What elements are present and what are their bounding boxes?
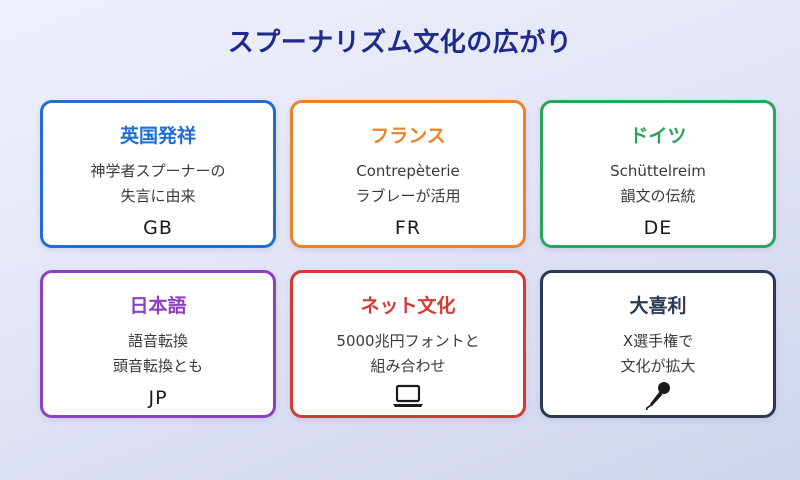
card-desc-line: 頭音転換とも bbox=[112, 357, 203, 375]
card-desc-line: 失言に由来 bbox=[120, 187, 196, 205]
country-code: DE bbox=[643, 217, 673, 239]
page-title: スプーナリズム文化の広がり bbox=[227, 28, 573, 58]
card-desc-line: Contrepèterie bbox=[356, 162, 460, 180]
card-title: フランス bbox=[370, 125, 446, 147]
card-gb: 英国発祥 神学者スプーナーの 失言に由来 GB bbox=[40, 100, 276, 248]
card-description: Contrepèterie ラブレーが活用 bbox=[293, 159, 523, 209]
card-desc-line: 韻文の伝統 bbox=[620, 187, 696, 205]
card-desc-line: 5000兆円フォントと bbox=[336, 332, 480, 350]
microphone-icon bbox=[543, 381, 773, 411]
card-desc-line: 神学者スプーナーの bbox=[90, 162, 226, 180]
country-code: GB bbox=[143, 217, 173, 239]
card-ogiri: 大喜利 X選手権で 文化が拡大 bbox=[540, 270, 776, 418]
card-description: 5000兆円フォントと 組み合わせ bbox=[293, 329, 523, 379]
card-description: X選手権で 文化が拡大 bbox=[543, 329, 773, 379]
card-title: 英国発祥 bbox=[119, 125, 196, 147]
country-code: FR bbox=[394, 217, 422, 239]
card-title: 大喜利 bbox=[629, 295, 687, 317]
card-desc-line: 組み合わせ bbox=[370, 357, 446, 375]
card-net-culture: ネット文化 5000兆円フォントと 組み合わせ bbox=[290, 270, 526, 418]
card-jp: 日本語 語音転換 頭音転換とも JP bbox=[40, 270, 276, 418]
card-desc-line: 文化が拡大 bbox=[620, 357, 696, 375]
card-description: 語音転換 頭音転換とも bbox=[43, 329, 273, 379]
card-description: Schüttelreim 韻文の伝統 bbox=[543, 159, 773, 209]
card-title: 日本語 bbox=[129, 295, 187, 317]
card-desc-line: Schüttelreim bbox=[610, 162, 706, 180]
laptop-icon bbox=[293, 381, 523, 411]
card-title: ドイツ bbox=[629, 125, 687, 147]
card-de: ドイツ Schüttelreim 韻文の伝統 DE bbox=[540, 100, 776, 248]
card-desc-line: X選手権で bbox=[622, 332, 694, 350]
card-fr: フランス Contrepèterie ラブレーが活用 FR bbox=[290, 100, 526, 248]
card-title: ネット文化 bbox=[360, 295, 456, 317]
country-code: JP bbox=[148, 387, 168, 409]
card-desc-line: 語音転換 bbox=[127, 332, 188, 350]
card-desc-line: ラブレーが活用 bbox=[355, 187, 461, 205]
card-description: 神学者スプーナーの 失言に由来 bbox=[43, 159, 273, 209]
